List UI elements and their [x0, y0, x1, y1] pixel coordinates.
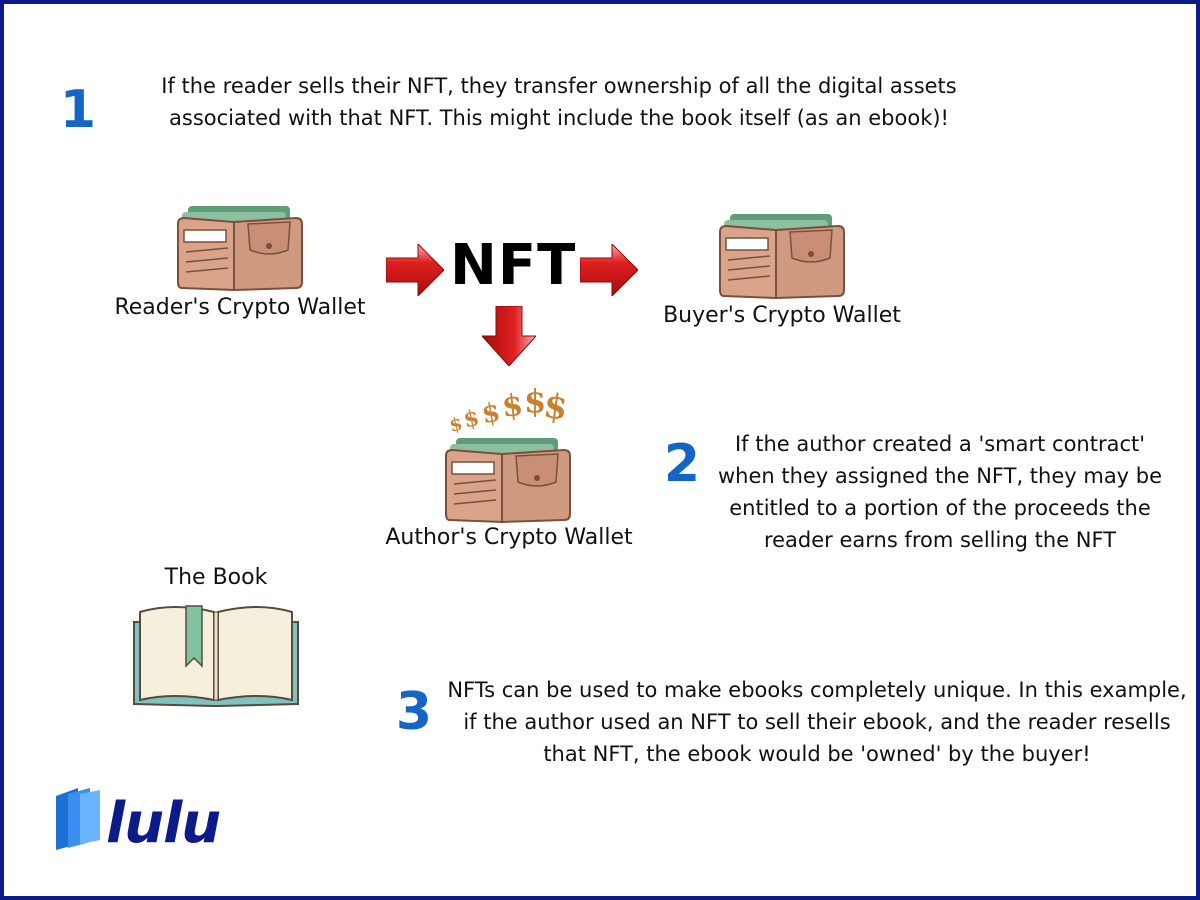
step-2-text: If the author created a 'smart contract'… [717, 432, 1163, 552]
dollar-signs-icon: $ $ $ $ $ $ [447, 376, 570, 437]
svg-text:$: $ [524, 382, 546, 420]
step-3-text: NFTs can be used to make ebooks complete… [447, 678, 1187, 766]
reader-wallet-icon: 100 [172, 200, 306, 292]
svg-text:$: $ [450, 413, 465, 434]
nft-title: NFT [450, 233, 577, 298]
lulu-logo-icon [54, 786, 104, 852]
right-arrow-icon [580, 244, 638, 296]
svg-text:$: $ [541, 386, 570, 429]
book-label: The Book [164, 565, 268, 590]
reader-wallet-label: Reader's Crypto Wallet [114, 295, 366, 320]
step-1-text: If the reader sells their NFT, they tran… [161, 74, 957, 130]
author-wallet-label: Author's Crypto Wallet [385, 525, 633, 550]
buyer-wallet-label: Buyer's Crypto Wallet [663, 303, 901, 328]
right-arrow-icon [386, 244, 444, 296]
buyer-wallet-icon: 100 [714, 208, 848, 300]
step-3-number: 3 [395, 682, 433, 742]
svg-text:$: $ [500, 388, 524, 425]
open-book-icon [130, 600, 302, 710]
step-2-number: 2 [663, 434, 701, 494]
down-arrow-icon [482, 306, 536, 366]
svg-text:$: $ [480, 397, 503, 430]
step-1-number: 1 [59, 80, 97, 140]
svg-text:$: $ [461, 405, 481, 434]
author-wallet-icon: 100 [440, 432, 574, 524]
lulu-logo-text: lulu [106, 791, 221, 856]
